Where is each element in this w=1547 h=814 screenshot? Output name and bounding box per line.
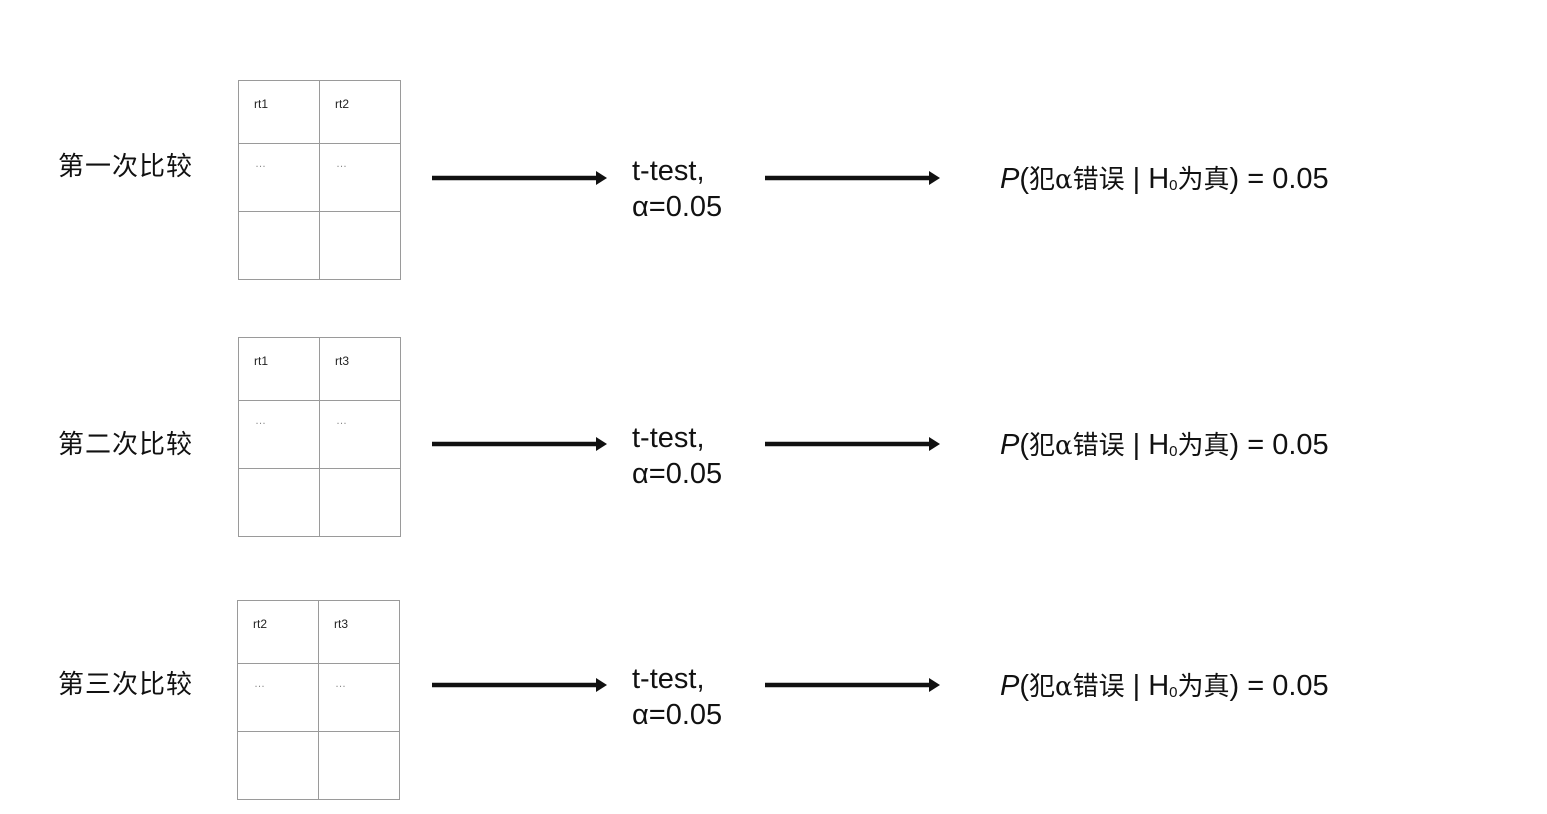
- right-arrow-icon: [432, 678, 607, 692]
- row-label: 第一次比较: [58, 152, 194, 182]
- table-header-cell: rt3: [318, 600, 400, 664]
- test-label: t-test, α=0.05: [632, 420, 722, 492]
- data-table: rt1 rt2 … …: [238, 80, 401, 280]
- table-empty-cell: [237, 731, 319, 800]
- table-header-cell: rt1: [238, 337, 320, 401]
- table-empty-cell: [238, 468, 320, 537]
- alpha-value: α=0.05: [632, 699, 723, 731]
- test-name: t-test,: [632, 155, 705, 187]
- table-ellipsis-cell: …: [319, 143, 401, 212]
- test-name: t-test,: [632, 663, 705, 695]
- test-label: t-test, α=0.05: [632, 661, 722, 733]
- test-label: t-test, α=0.05: [632, 153, 722, 225]
- probability-statement: P(犯α错误 | H0为真) = 0.05: [1000, 163, 1329, 195]
- test-name: t-test,: [632, 422, 705, 454]
- right-arrow-icon: [765, 437, 940, 451]
- table-ellipsis-cell: …: [319, 400, 401, 469]
- table-empty-cell: [319, 468, 401, 537]
- right-arrow-icon: [432, 171, 607, 185]
- table-header-cell: rt2: [319, 80, 401, 144]
- row-label: 第二次比较: [58, 430, 194, 460]
- table-ellipsis-cell: …: [238, 143, 320, 212]
- table-empty-cell: [319, 211, 401, 280]
- table-ellipsis-cell: …: [237, 663, 319, 732]
- table-ellipsis-cell: …: [318, 663, 400, 732]
- alpha-value: α=0.05: [632, 458, 723, 490]
- right-arrow-icon: [432, 437, 607, 451]
- row-label: 第三次比较: [58, 670, 194, 700]
- right-arrow-icon: [765, 678, 940, 692]
- probability-statement: P(犯α错误 | H0为真) = 0.05: [1000, 670, 1329, 702]
- data-table: rt1 rt3 … …: [238, 337, 401, 537]
- table-header-cell: rt1: [238, 80, 320, 144]
- table-empty-cell: [238, 211, 320, 280]
- table-empty-cell: [318, 731, 400, 800]
- probability-statement: P(犯α错误 | H0为真) = 0.05: [1000, 429, 1329, 461]
- table-header-cell: rt3: [319, 337, 401, 401]
- data-table: rt2 rt3 … …: [237, 600, 400, 800]
- table-header-cell: rt2: [237, 600, 319, 664]
- alpha-value: α=0.05: [632, 191, 723, 223]
- table-ellipsis-cell: …: [238, 400, 320, 469]
- right-arrow-icon: [765, 171, 940, 185]
